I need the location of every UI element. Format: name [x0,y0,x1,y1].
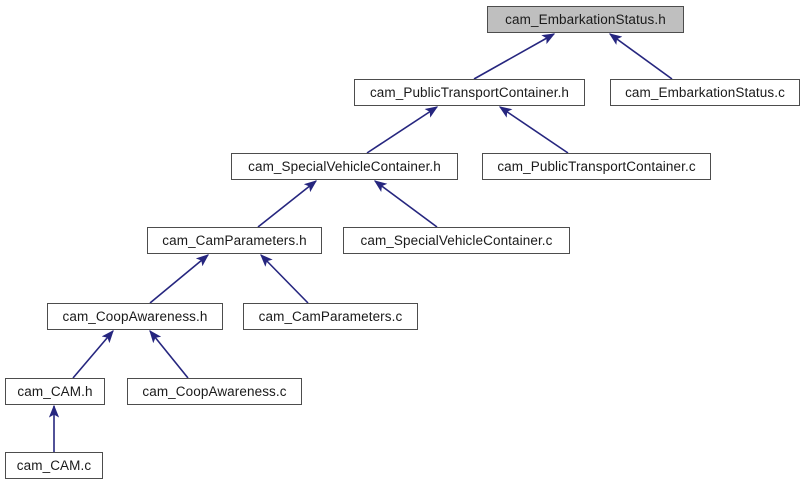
graph-node-coopawareness-h[interactable]: cam_CoopAwareness.h [47,303,223,330]
graph-node-label: cam_CAM.c [16,457,92,473]
graph-node-label: cam_CamParameters.c [258,308,403,324]
graph-node-specialvehiclecontainer-c[interactable]: cam_SpecialVehicleContainer.c [343,227,570,254]
graph-node-embarkationstatus-c[interactable]: cam_EmbarkationStatus.c [610,79,800,106]
graph-edge [260,254,309,304]
graph-edge [257,180,318,228]
graph-node-label: cam_PublicTransportContainer.c [497,158,696,174]
graph-node-label: cam_CoopAwareness.c [142,383,287,399]
graph-edge [473,33,556,80]
graph-node-embarkationstatus-h[interactable]: cam_EmbarkationStatus.h [487,6,684,33]
graph-edge [373,180,438,228]
graph-edge [366,106,439,154]
graph-edge [72,330,114,379]
graph-edge [498,106,569,154]
graph-node-label: cam_EmbarkationStatus.h [505,11,666,27]
graph-edge [149,254,209,304]
graph-node-label: cam_EmbarkationStatus.c [625,84,785,100]
graph-node-publictransportcontainer-h[interactable]: cam_PublicTransportContainer.h [354,79,585,106]
graph-node-label: cam_SpecialVehicleContainer.h [248,158,441,174]
graph-node-cam-c[interactable]: cam_CAM.c [5,452,103,479]
graph-node-label: cam_CamParameters.h [162,232,307,248]
graph-edge [608,33,673,80]
graph-node-label: cam_SpecialVehicleContainer.c [360,232,553,248]
graph-node-label: cam_CoopAwareness.h [62,308,208,324]
graph-node-label: cam_CAM.h [17,383,93,399]
graph-node-camparameters-c[interactable]: cam_CamParameters.c [243,303,418,330]
graph-node-camparameters-h[interactable]: cam_CamParameters.h [147,227,322,254]
graph-node-publictransportcontainer-c[interactable]: cam_PublicTransportContainer.c [482,153,711,180]
graph-node-coopawareness-c[interactable]: cam_CoopAwareness.c [127,378,302,405]
graph-node-specialvehiclecontainer-h[interactable]: cam_SpecialVehicleContainer.h [231,153,458,180]
graph-node-label: cam_PublicTransportContainer.h [369,84,570,100]
graph-node-cam-h[interactable]: cam_CAM.h [5,378,105,405]
graph-edge [149,330,189,379]
